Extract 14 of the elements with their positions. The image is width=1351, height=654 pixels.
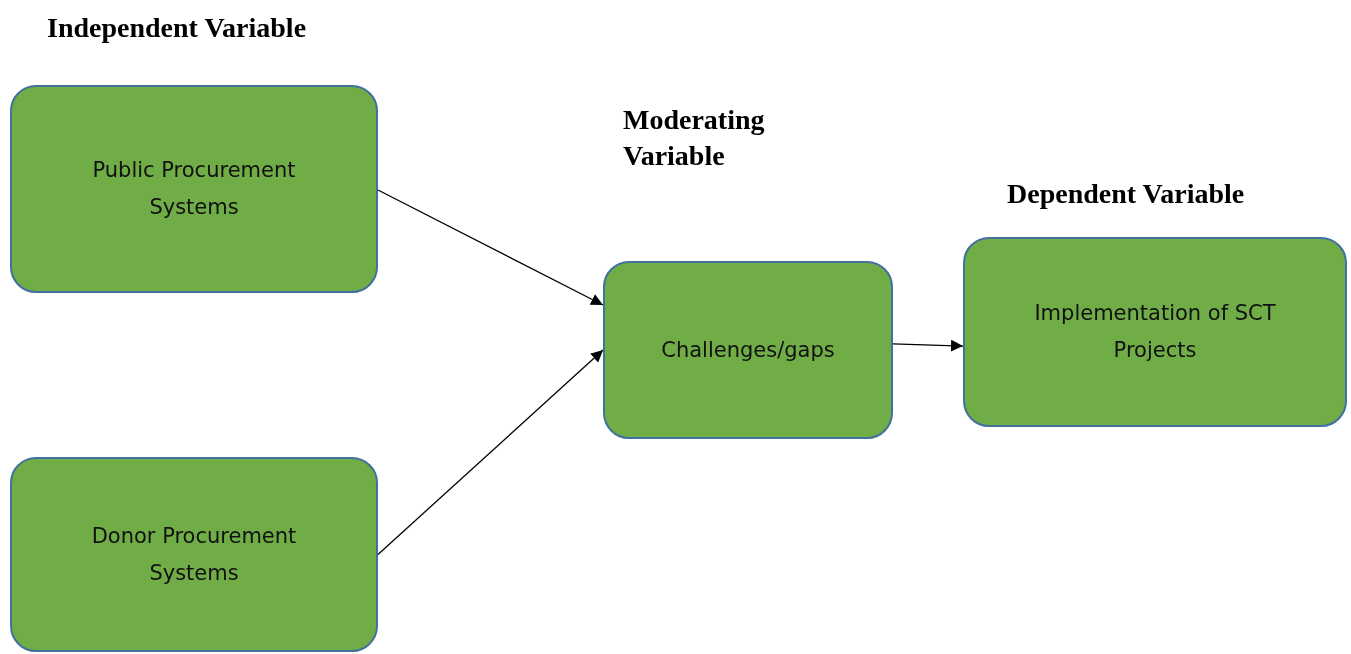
column-heading: Independent Variable xyxy=(47,11,308,45)
arrow xyxy=(892,339,964,352)
column-heading: Dependent Variable xyxy=(1007,177,1246,211)
arrow xyxy=(377,349,604,556)
process-box xyxy=(603,261,893,439)
node-text: Implementation of SCT Projects xyxy=(1033,300,1277,364)
node-text: Challenges/gaps xyxy=(661,336,835,364)
process-box xyxy=(10,85,378,293)
column-heading: Moderating Variable xyxy=(623,103,766,174)
process-box xyxy=(963,237,1347,427)
node-text: Public Procurement Systems xyxy=(91,157,297,221)
node-text: Donor Procurement Systems xyxy=(90,522,298,587)
arrow xyxy=(377,189,604,306)
process-box xyxy=(10,457,378,652)
